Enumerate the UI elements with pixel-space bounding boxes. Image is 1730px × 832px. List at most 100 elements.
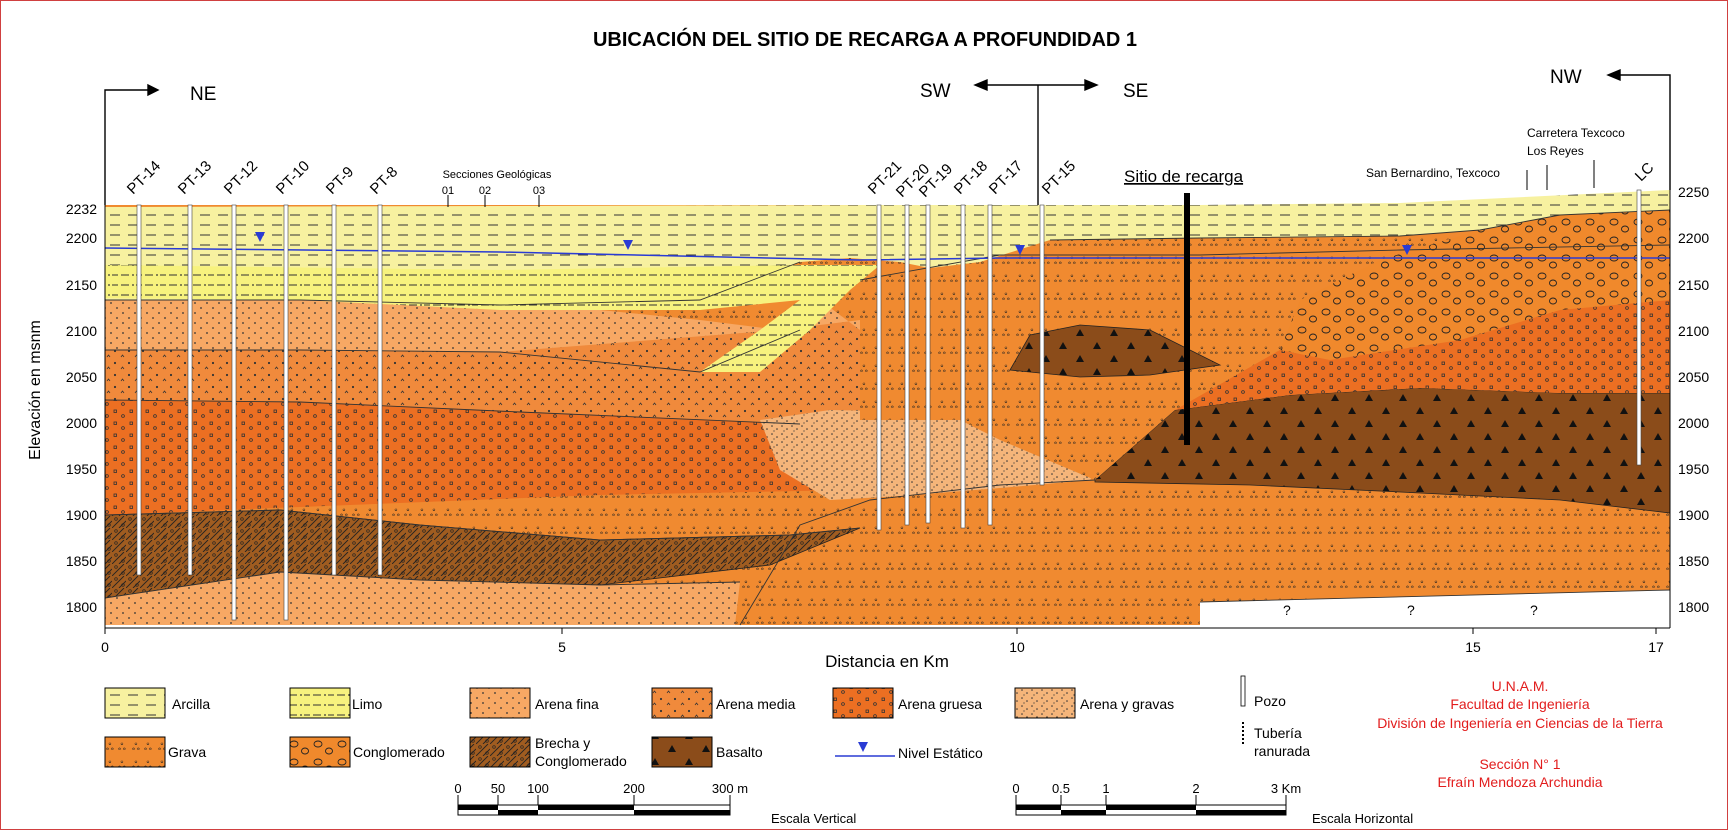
geo-section-number: 03 [533, 185, 545, 197]
scale-tick: 50 [491, 781, 505, 796]
y-ticks-right: 2250 2200 2150 2100 2050 2000 1950 1900 … [1678, 184, 1709, 615]
scale-vertical-labels: 0 50 100 200 300 m Escala Vertical [454, 781, 856, 826]
y-axis-label: Elevación en msnm [27, 320, 44, 460]
legend-label-limo: Limo [352, 696, 383, 712]
scale-vertical-bar [457, 795, 731, 816]
y-tick-right: 2000 [1678, 415, 1709, 431]
legend-swatch-arcilla [104, 687, 166, 719]
geo-section-number: 02 [479, 185, 491, 197]
credits-line: U.N.A.M. [1492, 678, 1549, 694]
geologic-section [104, 189, 1671, 626]
geo-section-ticks [447, 160, 1595, 207]
y-tick-right: 1850 [1678, 553, 1709, 569]
y-tick-left: 1900 [66, 507, 97, 523]
layer-fine-sand-upper [105, 300, 860, 352]
x-tick: 0 [101, 639, 109, 655]
place-carretera-2: Los Reyes [1527, 144, 1584, 158]
scale-tick: 2 [1192, 781, 1199, 796]
well-label: PT-18 [951, 158, 991, 198]
scale-tick: 3 Km [1271, 781, 1301, 796]
legend-well-symbol [1240, 675, 1246, 745]
layer-conglomerate [1280, 210, 1670, 360]
y-tick-right: 2250 [1678, 184, 1709, 200]
legend-label-brecha: Brecha y [535, 735, 590, 751]
credits-line: División de Ingeniería en Ciencias de la… [1377, 715, 1663, 731]
well-pt-21 [876, 204, 882, 531]
legend-swatch-arena-fina [469, 687, 531, 719]
scale-tick: 300 m [712, 781, 748, 796]
place-san-bernardino: San Bernardino, Texcoco [1366, 166, 1500, 180]
layer-silt [105, 265, 880, 372]
well-pt-14 [136, 204, 142, 576]
well-pt-10 [283, 204, 289, 621]
x-ticks: 0 5 10 15 17 [101, 639, 1664, 655]
layer-coarse-sand [105, 400, 850, 515]
legend-label-tuberia: ranurada [1254, 743, 1310, 759]
x-tick: 17 [1648, 639, 1664, 655]
unknown-marks: ? ? ? [1283, 602, 1538, 618]
y-tick-left: 1800 [66, 599, 97, 615]
recharge-site-label: Sitio de recarga [1124, 167, 1244, 186]
direction-se: SE [1123, 81, 1148, 102]
place-carretera-1: Carretera Texcoco [1527, 126, 1625, 140]
legend-swatch-basalto [651, 736, 713, 768]
y-tick-left: 2050 [66, 369, 97, 385]
y-tick-right: 2100 [1678, 323, 1709, 339]
unknown-mark: ? [1407, 602, 1415, 618]
well-pt-15 [1039, 204, 1045, 486]
well-pt-19 [925, 204, 931, 524]
x-tick: 15 [1465, 639, 1481, 655]
well-pt-12 [231, 204, 237, 621]
x-tick-marks [104, 628, 1657, 634]
legend-swatch-limo [289, 687, 351, 719]
scale-horizontal-labels: 0 0.5 1 2 3 Km Escala Horizontal [1012, 781, 1413, 826]
scale-tick: 100 [527, 781, 549, 796]
legend-swatch-conglomerado [289, 736, 351, 768]
axes [104, 190, 1671, 634]
direction-sw: SW [920, 81, 951, 102]
scale-tick: 0 [1012, 781, 1019, 796]
well-label: PT-12 [221, 158, 261, 198]
water-level-marker [255, 232, 1412, 255]
well-pt-17 [987, 204, 993, 526]
legend-label-arena-fina: Arena fina [535, 696, 599, 712]
y-tick-left: 2200 [66, 230, 97, 246]
unknown-base-zone [1200, 590, 1670, 625]
legend-label-arcilla: Arcilla [172, 696, 210, 712]
wells [136, 189, 1642, 621]
well-label: PT-17 [986, 158, 1026, 198]
well-lc [1636, 189, 1642, 466]
legend-swatch-grava [104, 736, 166, 768]
layer-medium-sand [105, 320, 860, 424]
y-tick-left: 2232 [66, 201, 97, 217]
well-label: PT-13 [175, 158, 215, 198]
y-tick-right: 1900 [1678, 507, 1709, 523]
scale-label: Escala Horizontal [1312, 811, 1413, 826]
geo-sections: Secciones Geológicas 01 02 03 [442, 169, 552, 197]
x-axis-label: Distancia en Km [825, 652, 949, 671]
well-pt-20 [904, 204, 910, 526]
scale-label: Escala Vertical [771, 811, 856, 826]
y-tick-left: 1850 [66, 553, 97, 569]
direction-nw: NW [1550, 67, 1582, 88]
layer-fine-sand-bottom [105, 572, 740, 625]
geo-sections-title: Secciones Geológicas [443, 169, 552, 181]
direction-labels: NE SW SE NW [190, 67, 1582, 105]
legend-label-conglomerado: Conglomerado [353, 744, 445, 760]
y-tick-right: 1950 [1678, 461, 1709, 477]
x-tick: 5 [558, 639, 566, 655]
static-water-level-line [104, 247, 1670, 261]
geo-section-number: 01 [442, 185, 454, 197]
legend-label-basalto: Basalto [716, 744, 763, 760]
layer-coarse-sand-right [1175, 300, 1670, 410]
well-pt-9 [331, 204, 337, 576]
y-tick-left: 1950 [66, 461, 97, 477]
legend-label-arena-gruesa: Arena gruesa [898, 696, 982, 712]
scale-horizontal-bar [1015, 795, 1287, 816]
well-pt-13 [187, 204, 193, 576]
section-markers [104, 68, 1671, 205]
well-label: PT-10 [273, 158, 313, 198]
y-tick-left: 2150 [66, 277, 97, 293]
legend-swatch-arena-gruesa [832, 687, 894, 719]
well-label: PT-8 [367, 163, 401, 197]
